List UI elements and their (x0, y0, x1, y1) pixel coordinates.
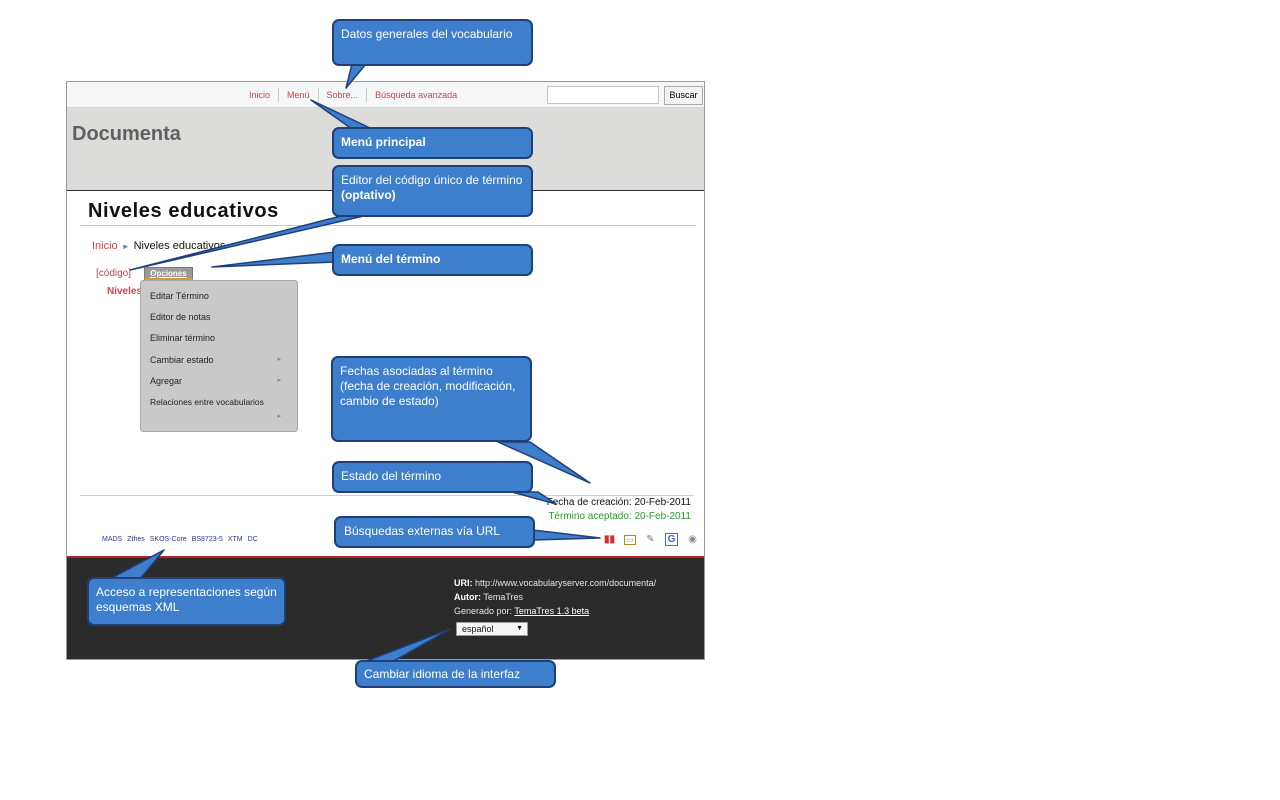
options-button[interactable]: Opciones (144, 267, 193, 280)
footer-divider (67, 556, 704, 558)
main-nav: Inicio Menú Sobre... Búsqueda avanzada (241, 88, 465, 102)
external-search-icons: ▮▮ ▭ ✎ G ◉ (602, 532, 700, 547)
breadcrumb-home[interactable]: Inicio (92, 240, 118, 252)
language-value: español (462, 624, 494, 634)
generator-label: Generado por: (454, 606, 513, 616)
menu-item-delete-term[interactable]: Eliminar término (150, 333, 216, 343)
footer-uri: URI: http://www.vocabularyserver.com/doc… (454, 578, 656, 588)
nav-menu[interactable]: Menú (278, 88, 318, 102)
callout-general-data: Datos generales del vocabulario (332, 19, 533, 66)
creation-date: Fecha de creación: 20-Feb-2011 (546, 497, 691, 508)
format-dc[interactable]: DC (247, 536, 258, 543)
format-zthes[interactable]: Zthes (127, 536, 145, 543)
language-select[interactable]: español ▼ (456, 622, 528, 636)
term-status: Término aceptado: 20-Feb-2011 (548, 511, 691, 522)
uri-value: http://www.vocabularyserver.com/document… (475, 578, 657, 588)
xml-format-links: MADS Zthes SKOS-Core BS8723-5 XTM DC (102, 536, 258, 543)
callout-status: Estado del término (332, 461, 533, 493)
callout-external-search: Búsquedas externas vía URL (334, 516, 535, 548)
top-bar: Inicio Menú Sobre... Búsqueda avanzada B… (67, 82, 704, 108)
author-value: TemaTres (483, 592, 524, 602)
term-label: Niveles (107, 286, 143, 297)
search-input[interactable] (547, 86, 659, 104)
format-skos[interactable]: SKOS-Core (149, 536, 187, 543)
callout-main-menu-text: Menú principal (341, 135, 426, 149)
breadcrumb: Inicio►Niveles educativos (92, 240, 225, 252)
menu-item-notes-editor[interactable]: Editor de notas (150, 312, 211, 322)
footer-author: Autor: TemaTres (454, 592, 523, 602)
callout-language: Cambiar idioma de la interfaz (355, 660, 556, 688)
tool-icon[interactable]: ✎ (646, 534, 655, 545)
callout-term-menu: Menú del término (332, 244, 533, 276)
footer-generator: Generado por: TemaTres 1.3 beta (454, 606, 589, 616)
callout-xml-schemas: Acceso a representaciones según esquemas… (87, 577, 286, 626)
callout-term-menu-text: Menú del término (341, 252, 441, 266)
code-editor-link[interactable]: [código] (96, 268, 132, 279)
callout-code-editor-optional: (optativo) (341, 188, 396, 202)
vocabulary-title[interactable]: Documenta (72, 123, 181, 145)
callout-code-editor-text: Editor del código único de término (341, 173, 523, 187)
chevron-down-icon: ▼ (516, 625, 523, 632)
globe-icon[interactable]: ◉ (688, 534, 697, 545)
uri-label: URI: (454, 578, 473, 588)
nav-inicio[interactable]: Inicio (249, 90, 271, 100)
submenu-arrow-icon: ▸ (277, 377, 281, 384)
generator-link[interactable]: TemaTres 1.3 beta (514, 606, 590, 616)
menu-item-vocabulary-relations[interactable]: Relaciones entre vocabularios (150, 397, 264, 407)
menu-item-add[interactable]: Agregar (150, 376, 183, 386)
callout-code-editor: Editor del código único de término (opta… (332, 165, 533, 217)
search-button[interactable]: Buscar (664, 86, 703, 105)
breadcrumb-separator-icon: ► (121, 242, 130, 251)
options-menu: Editar Término Editor de notas Eliminar … (140, 280, 298, 432)
bar-chart-icon[interactable]: ▮▮ (603, 534, 615, 545)
callout-main-menu: Menú principal (332, 127, 533, 159)
format-mads[interactable]: MADS (102, 536, 123, 543)
title-divider (80, 225, 696, 226)
google-icon[interactable]: G (665, 533, 678, 546)
callout-dates: Fechas asociadas al término (fecha de cr… (331, 356, 532, 442)
submenu-arrow-icon: ▸ (277, 413, 281, 420)
dates-divider (80, 495, 693, 496)
submenu-arrow-icon: ▸ (277, 356, 281, 363)
nav-advanced-search[interactable]: Búsqueda avanzada (366, 88, 465, 102)
term-title: Niveles educativos (88, 200, 279, 222)
author-label: Autor: (454, 592, 481, 602)
format-xtm[interactable]: XTM (227, 536, 243, 543)
breadcrumb-current: Niveles educativos (133, 240, 226, 252)
menu-item-change-status[interactable]: Cambiar estado (150, 355, 214, 365)
book-icon[interactable]: ▭ (624, 534, 636, 545)
menu-item-edit-term[interactable]: Editar Término (150, 291, 209, 301)
nav-sobre[interactable]: Sobre... (317, 88, 367, 102)
format-bs8723[interactable]: BS8723-5 (191, 536, 223, 543)
